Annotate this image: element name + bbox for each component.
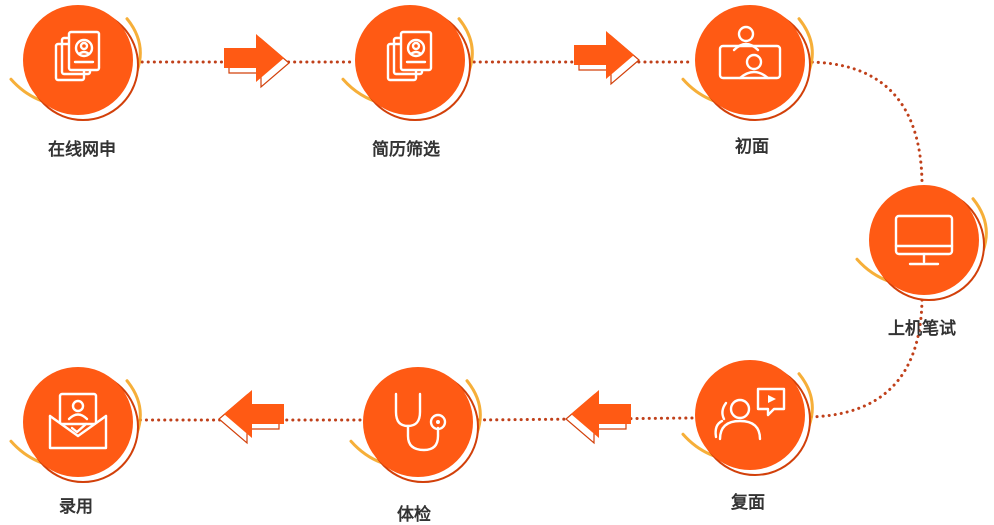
step-label-7: 录用 [59,497,93,517]
resume-icon [386,30,433,82]
step-label-3: 初面 [735,137,769,157]
step-label-1: 在线网申 [48,140,116,160]
offer-letter-icon [48,392,108,450]
group-interview-icon [714,387,786,441]
arrow-2-3 [574,31,640,86]
step-label-2: 简历筛选 [372,140,440,160]
step-node-4 [855,185,988,301]
stethoscope-icon [394,392,447,452]
step-label-4: 上机笔试 [888,319,956,339]
step-node-7 [9,367,142,483]
arrow-layer [218,31,640,445]
video-interview-icon [718,25,782,80]
connector-3-4 [804,60,924,184]
connector-5-6 [474,416,694,422]
resume-icon [54,30,101,82]
connector-layer [134,60,924,422]
monitor-icon [894,214,954,266]
step-label-6: 体检 [397,505,431,525]
step-node-2 [341,5,474,121]
arrow-6-7 [218,390,284,445]
step-node-6 [349,367,482,483]
step-node-5 [681,360,814,476]
step-node-1 [9,5,142,121]
node-layer [9,5,988,483]
arrow-5-6 [565,390,631,445]
step-node-3 [681,5,814,121]
arrow-1-2 [224,34,290,89]
step-label-5: 复面 [731,493,765,513]
